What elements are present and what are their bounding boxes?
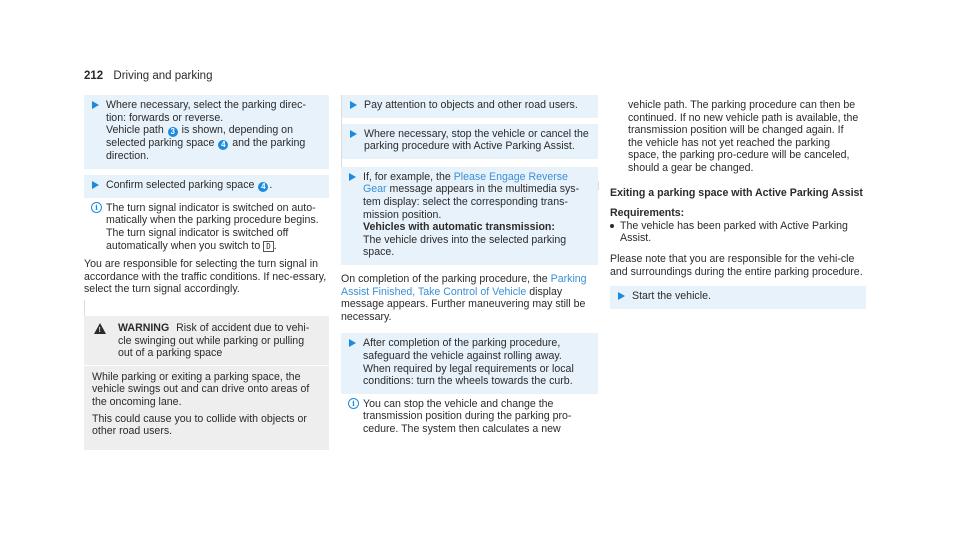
step-text: message appears in the multimedia sys-te… xyxy=(363,183,580,221)
warning-text: While parking or exiting a parking space… xyxy=(92,370,310,408)
instruction-step: If, for example, the Please Engage Rever… xyxy=(341,167,598,265)
step-arrow-icon xyxy=(349,172,356,181)
column-left: Where necessary, select the parking dire… xyxy=(84,95,329,450)
warning-lead: Risk of accident due to vehi-cle swingin… xyxy=(118,321,310,360)
info-icon: i xyxy=(348,397,359,409)
warning-box: WARNING Risk of accident due to vehi-cle… xyxy=(84,315,329,450)
display-message: Parking Assist Finished, Take Control of… xyxy=(341,272,587,298)
step-text: Pay attention to objects and other road … xyxy=(364,99,578,111)
step-arrow-icon xyxy=(350,101,357,109)
step-block: Start the vehicle. xyxy=(610,286,866,309)
paragraph-text: display message appears. Further maneuve… xyxy=(341,285,586,323)
info-icon: i xyxy=(91,201,102,213)
column-divider xyxy=(341,95,342,190)
requirements-label: Requirements: xyxy=(610,207,685,220)
step-text: and the parking direction. xyxy=(106,137,306,163)
display-message: Please Engage Reverse Gear xyxy=(363,170,568,196)
instruction-step: After completion of the parking procedur… xyxy=(341,333,598,393)
info-text: The turn signal indicator is switched on… xyxy=(106,201,319,252)
instruction-step: Start the vehicle. xyxy=(610,286,866,309)
step-arrow-icon xyxy=(618,292,625,301)
step-arrow-icon xyxy=(349,339,356,348)
callout-badge-icon: 4 xyxy=(258,181,269,192)
step-arrow-icon xyxy=(350,129,357,138)
step-text: The vehicle drives into the selected par… xyxy=(363,233,567,259)
page-number: 212 xyxy=(84,70,104,82)
step-text: After completion of the parking procedur… xyxy=(363,337,574,388)
info-continuation: vehicle path. The parking procedure can … xyxy=(598,95,866,181)
info-text: . xyxy=(273,239,277,252)
instruction-step: Where necessary, select the parking dire… xyxy=(84,95,329,169)
instruction-step: Confirm selected parking space 4. xyxy=(84,175,329,198)
gear-d-icon: D xyxy=(263,240,274,252)
body-paragraph: You are responsible for selecting the tu… xyxy=(84,258,327,296)
warning-triangle-icon xyxy=(94,322,106,338)
info-note: i You can stop the vehicle and change th… xyxy=(341,394,598,440)
step-block: After completion of the parking procedur… xyxy=(341,333,598,394)
step-text: Confirm selected parking space xyxy=(106,178,255,191)
requirement-text: The vehicle has been parked with Active … xyxy=(620,219,848,245)
page-header: 212 Driving and parking xyxy=(84,70,212,82)
step-block: If, for example, the Please Engage Rever… xyxy=(341,166,598,265)
step-subheading: Vehicles with automatic transmission: xyxy=(363,221,555,234)
info-text: You can stop the vehicle and change the … xyxy=(363,397,572,435)
column-middle: Pay attention to objects and other road … xyxy=(341,95,598,439)
section-heading: Exiting a parking space with Active Park… xyxy=(610,186,863,199)
instruction-step: Where necessary, stop the vehicle or can… xyxy=(342,124,598,159)
step-block: Pay attention to objects and other road … xyxy=(342,95,598,159)
callout-badge-icon: 4 xyxy=(218,140,229,151)
warning-header: WARNING Risk of accident due to vehi-cle… xyxy=(84,322,329,366)
step-text: Start the vehicle. xyxy=(632,290,711,303)
body-paragraph: Please note that you are responsible for… xyxy=(610,252,863,278)
step-block: Where necessary, select the parking dire… xyxy=(84,95,329,198)
step-arrow-icon xyxy=(92,180,99,189)
paragraph-text: On completion of the parking procedure, … xyxy=(341,272,548,285)
column-right: vehicle path. The parking procedure can … xyxy=(598,95,866,309)
warning-text: This could cause you to collide with obj… xyxy=(92,412,307,438)
step-text: Where necessary, select the parking dire… xyxy=(106,99,306,124)
body-paragraph: On completion of the parking procedure, … xyxy=(341,271,598,325)
info-note: i The turn signal indicator is switched … xyxy=(84,198,329,256)
requirement-item: The vehicle has been parked with Active … xyxy=(602,220,866,245)
callout-badge-icon: 3 xyxy=(167,127,178,138)
instruction-step: Pay attention to objects and other road … xyxy=(342,95,598,118)
step-text: Where necessary, stop the vehicle or can… xyxy=(364,127,589,153)
warning-title: WARNING xyxy=(118,321,170,334)
step-text: is shown, depending on selected parking … xyxy=(106,124,293,150)
step-text: Vehicle path xyxy=(106,124,164,137)
section-title: Driving and parking xyxy=(113,70,213,82)
step-arrow-icon xyxy=(92,101,99,109)
step-text: If, for example, the xyxy=(363,170,451,183)
info-text: vehicle path. The parking procedure can … xyxy=(628,99,859,174)
step-text: . xyxy=(269,178,273,191)
